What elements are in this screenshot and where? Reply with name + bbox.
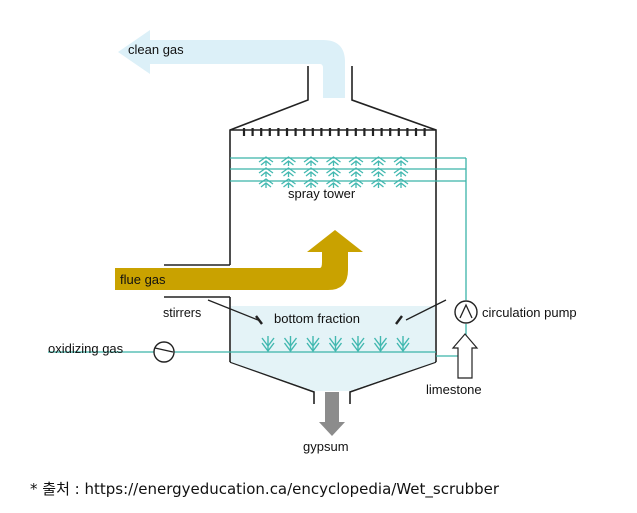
label-gypsum: gypsum (303, 439, 349, 454)
label-clean-gas: clean gas (128, 42, 184, 57)
spray-nozzle (258, 178, 274, 188)
stirrer-icons (207, 299, 447, 325)
spray-header-pipes (48, 157, 467, 357)
spray-nozzle (393, 178, 409, 188)
oxidizing-jet (306, 336, 320, 353)
label-bottom-fraction: bottom fraction (274, 311, 360, 326)
spray-nozzle (348, 178, 364, 188)
spray-nozzles (258, 156, 409, 188)
spray-nozzle (348, 167, 364, 177)
label-limestone: limestone (426, 382, 482, 397)
oxidizing-jet (328, 336, 343, 353)
spray-nozzle (303, 167, 319, 177)
spray-nozzle (326, 178, 341, 188)
label-circulation-pump: circulation pump (482, 305, 577, 320)
flue-gas-arrow (115, 230, 363, 290)
spray-nozzle (393, 167, 409, 177)
spray-nozzle (393, 156, 409, 166)
clean-gas-arrow (118, 30, 345, 98)
spray-nozzle (281, 167, 296, 177)
gypsum-arrow (319, 392, 345, 436)
nozzle-ticks (242, 128, 426, 136)
spray-nozzle (281, 156, 296, 166)
spray-nozzle (348, 156, 364, 166)
oxidizing-jet (396, 336, 410, 353)
limestone-arrow (451, 333, 479, 379)
label-spray-tower: spray tower (288, 186, 356, 201)
oxidizing-jet (351, 336, 365, 353)
spray-nozzle (371, 156, 386, 166)
circulation-pump-icon (454, 300, 478, 324)
blower-icon (153, 341, 175, 363)
spray-nozzle (303, 178, 319, 188)
oxidizing-jet (261, 336, 275, 353)
label-flue-gas: flue gas (120, 272, 166, 287)
oxidizing-gas-jets (261, 336, 410, 353)
source-note: * 출처 : https://energyeducation.ca/encycl… (30, 480, 500, 498)
label-stirrers: stirrers (163, 306, 201, 320)
spray-nozzle (326, 167, 341, 177)
spray-nozzle (281, 178, 296, 188)
spray-nozzle (326, 156, 341, 166)
oxidizing-jet (373, 336, 388, 353)
spray-nozzle (258, 167, 274, 177)
spray-nozzle (303, 156, 319, 166)
spray-nozzle (371, 178, 386, 188)
flue-gas-inlet (164, 264, 230, 298)
oxidizing-jet (283, 336, 298, 353)
spray-nozzle (371, 167, 386, 177)
spray-nozzle (258, 156, 274, 166)
tower-walls (229, 66, 437, 404)
label-oxidizing-gas: oxidizing gas (48, 341, 124, 356)
